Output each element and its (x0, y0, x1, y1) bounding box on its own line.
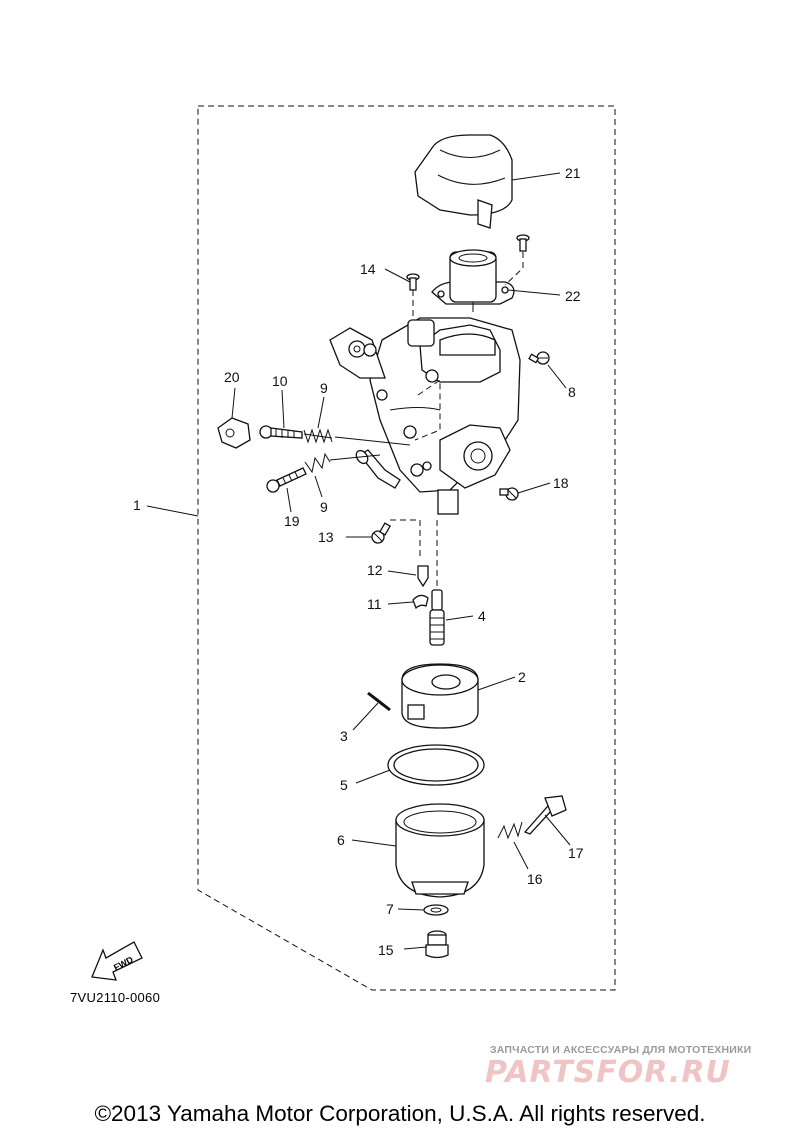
callout-20: 20 (224, 369, 240, 385)
part-7-washer (423, 904, 449, 916)
callout-2: 2 (518, 669, 526, 685)
part-21-cover (414, 134, 513, 229)
carburetor-body (329, 317, 521, 515)
callout-16: 16 (527, 871, 543, 887)
callout-9a: 9 (320, 380, 328, 396)
callout-17: 17 (568, 845, 584, 861)
part-20-cap (217, 417, 251, 449)
callout-13: 13 (318, 529, 334, 545)
watermark-logo: PARTSFOR.RU (485, 1055, 731, 1090)
part-3-float-pin (367, 691, 391, 712)
part-17-drain-screw (523, 795, 567, 835)
part-2-float (401, 663, 479, 729)
callout-4: 4 (478, 608, 486, 624)
part-8-screw (528, 351, 550, 365)
diagram-code: 7VU2110-0060 (70, 990, 161, 1005)
part-15-plug (425, 930, 449, 959)
callout-1: 1 (133, 497, 141, 513)
part-16-spring (497, 821, 523, 840)
fwd-arrow-icon: FWD (91, 941, 143, 981)
part-5-gasket (387, 744, 485, 786)
part-22-screw (516, 234, 530, 252)
callout-7: 7 (386, 901, 394, 917)
callout-3: 3 (340, 728, 348, 744)
callout-22: 22 (565, 288, 581, 304)
part-11-clip (412, 594, 429, 610)
callout-14: 14 (360, 261, 376, 277)
part-6-float-bowl (395, 803, 485, 898)
watermark-tagline: ЗАПЧАСТИ И АКСЕССУАРЫ ДЛЯ МОТОТЕХНИКИ (490, 1044, 752, 1056)
part-12-needle (417, 565, 429, 588)
callout-15: 15 (378, 942, 394, 958)
callout-5: 5 (340, 777, 348, 793)
part-19-screw (266, 467, 307, 493)
callout-19: 19 (284, 513, 300, 529)
callout-9b: 9 (320, 499, 328, 515)
part-9a-spring (303, 428, 333, 444)
part-18-screw (499, 487, 519, 501)
part-4-main-nozzle (429, 589, 445, 646)
part-14-screw (406, 273, 420, 291)
part-13-screw (371, 522, 391, 544)
callout-8: 8 (568, 384, 576, 400)
callout-10: 10 (272, 373, 288, 389)
part-10-pilot-screw (259, 425, 303, 439)
callout-21: 21 (565, 165, 581, 181)
callout-labels: 21 22 14 8 20 10 9 18 1 9 19 13 12 11 4 … (133, 165, 584, 958)
callout-12: 12 (367, 562, 383, 578)
callout-6: 6 (337, 832, 345, 848)
part-9b-spring (304, 452, 331, 474)
assembly-boundary (197, 105, 616, 991)
callout-18: 18 (553, 475, 569, 491)
part-22-cap (431, 249, 515, 312)
copyright-notice: ©2013 Yamaha Motor Corporation, U.S.A. A… (94, 1101, 706, 1126)
leader-lines (146, 172, 571, 950)
callout-11: 11 (367, 596, 382, 612)
